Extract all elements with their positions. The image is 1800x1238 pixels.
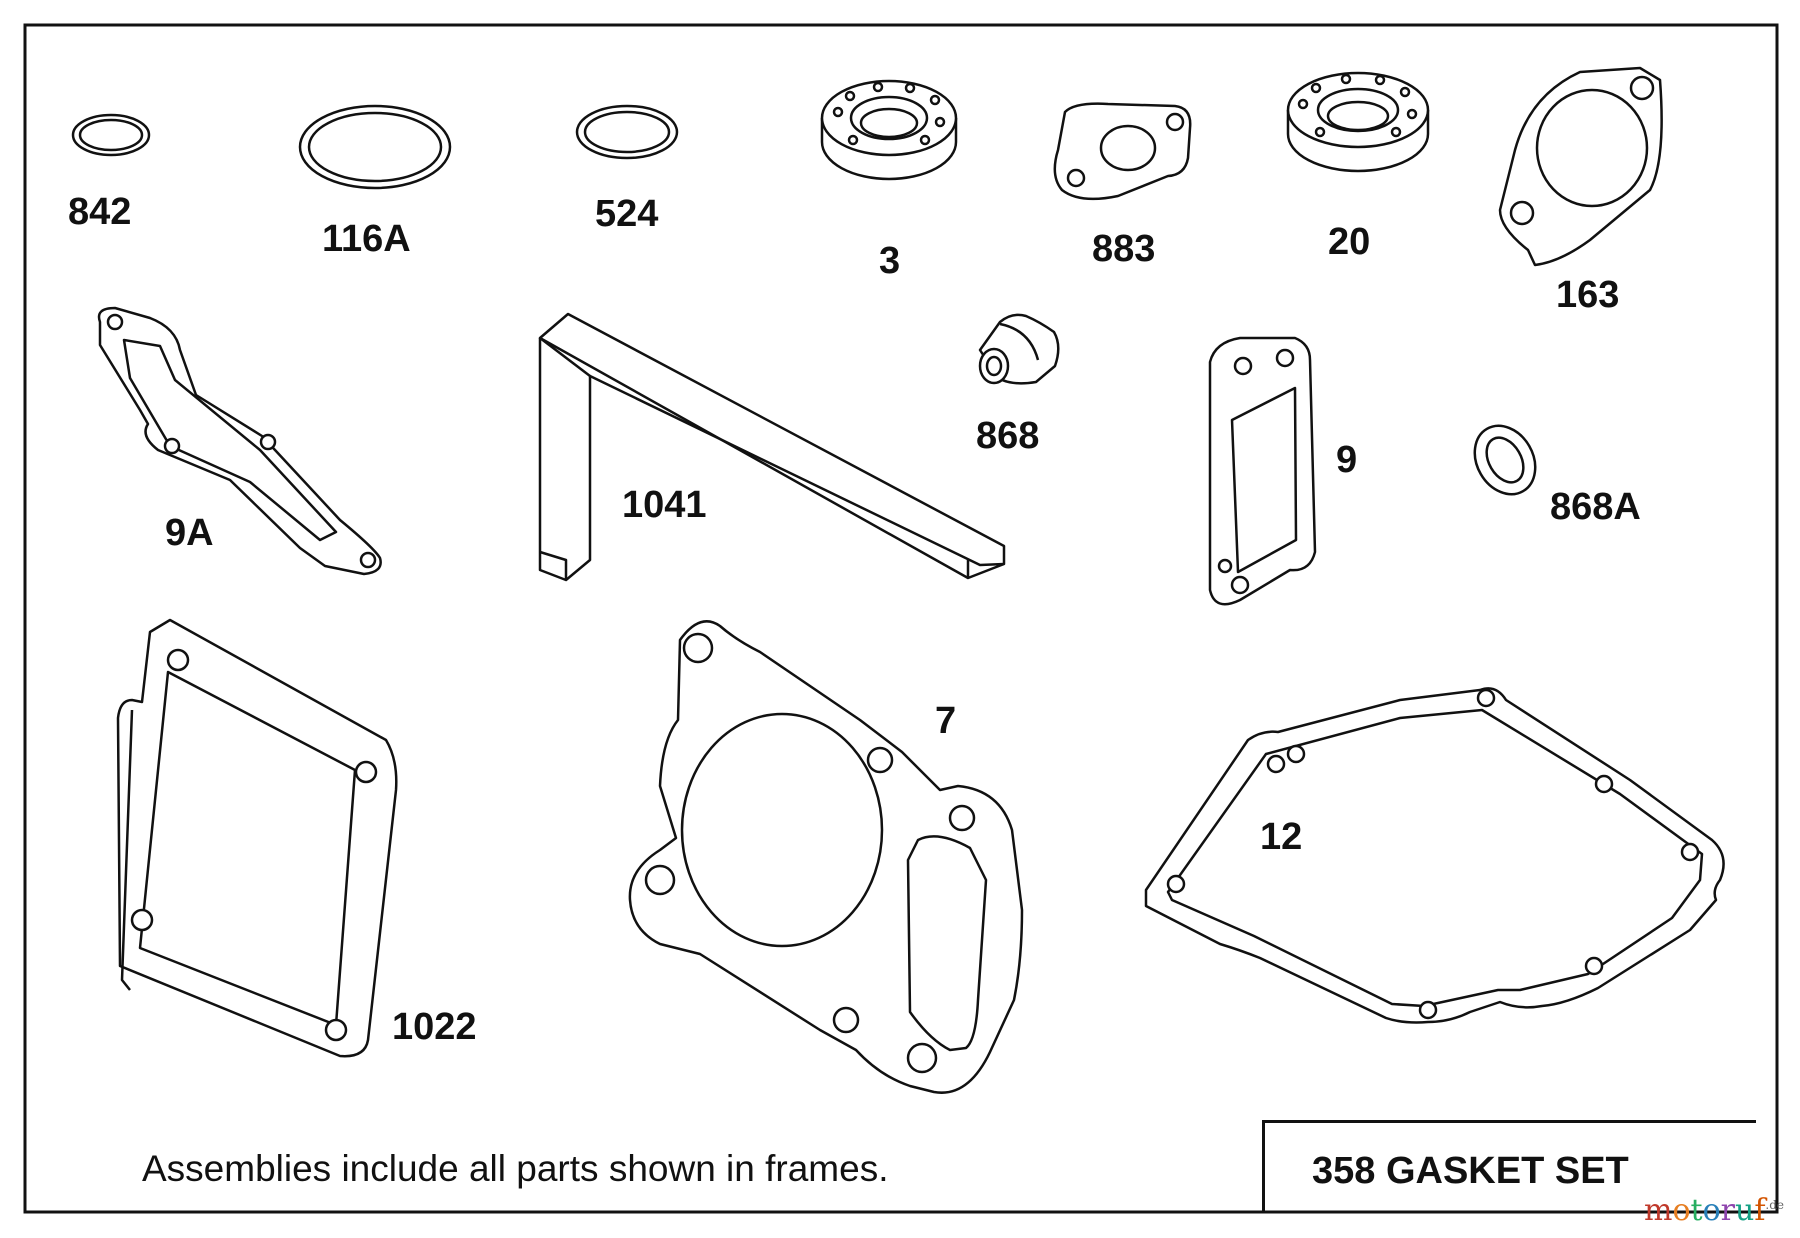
part-116a-oring — [298, 104, 452, 190]
label-868: 868 — [976, 415, 1040, 457]
label-883: 883 — [1092, 228, 1156, 270]
part-1041-bar — [538, 312, 1006, 582]
outer-frame — [23, 23, 1779, 1214]
part-1022-gasket — [116, 618, 398, 1058]
part-868a-washer — [1473, 424, 1537, 496]
label-20: 20 — [1328, 221, 1371, 263]
part-842-oring — [71, 113, 151, 157]
part-883-gasket — [1053, 102, 1192, 201]
label-1022: 1022 — [392, 1006, 477, 1048]
label-163: 163 — [1556, 274, 1620, 316]
label-868a: 868A — [1550, 486, 1641, 528]
label-9a: 9A — [165, 512, 214, 554]
label-524: 524 — [595, 193, 659, 235]
part-3-oil-seal — [820, 79, 958, 181]
part-12-crankcase-gasket — [1144, 687, 1725, 1024]
assemblies-note: Assemblies include all parts shown in fr… — [142, 1148, 889, 1189]
label-116a: 116A — [322, 218, 411, 260]
label-1041: 1041 — [622, 484, 707, 526]
label-7: 7 — [935, 700, 957, 742]
gasket-set-title: 358 GASKET SET — [1312, 1150, 1629, 1192]
part-163-gasket — [1498, 66, 1663, 267]
part-9-gasket — [1208, 336, 1317, 606]
gasket-set-frame — [1262, 1120, 1756, 1212]
part-868-valve-seal — [978, 313, 1060, 385]
watermark-logo: motoruf.de — [1644, 1193, 1785, 1228]
label-12: 12 — [1260, 816, 1303, 858]
part-20-oil-seal — [1286, 71, 1430, 173]
part-9a-gasket — [97, 306, 382, 576]
part-524-oring — [575, 104, 679, 160]
part-7-head-gasket — [628, 620, 1024, 1094]
label-9: 9 — [1336, 439, 1358, 481]
label-3: 3 — [879, 240, 901, 282]
label-842: 842 — [68, 191, 132, 233]
